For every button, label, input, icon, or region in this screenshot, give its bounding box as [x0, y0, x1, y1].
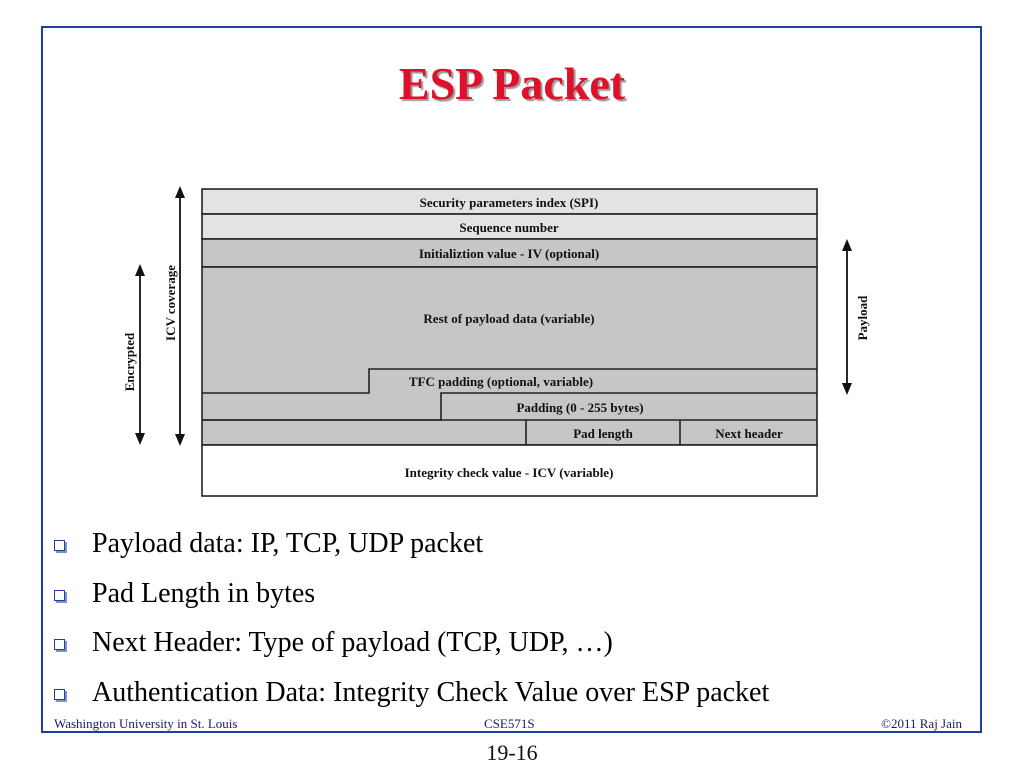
- footer-institution: Washington University in St. Louis: [54, 716, 238, 731]
- spi-field: [201, 188, 818, 215]
- bullet-text: Authentication Data: Integrity Check Val…: [92, 676, 770, 708]
- footer-copyright: ©2011 Raj Jain: [881, 716, 962, 731]
- iv-label: Initializtion value - IV (optional): [419, 246, 599, 261]
- payload-arrow-label: Payload: [855, 295, 870, 341]
- padding-label: Padding (0 - 255 bytes): [516, 400, 643, 415]
- payload-arrow: [842, 239, 852, 395]
- slide-title: ESP Packet: [398, 58, 626, 109]
- bullet-text: Next Header: Type of payload (TCP, UDP, …: [92, 627, 613, 658]
- encrypted-label: Encrypted: [122, 332, 137, 391]
- tfc-padding-label: TFC padding (optional, variable): [409, 374, 593, 389]
- footer-course: CSE571S: [484, 716, 535, 731]
- tfc-padding-boundary: [202, 368, 817, 394]
- encrypted-arrow: [135, 264, 145, 445]
- icv-field: [201, 444, 818, 497]
- bullet-text: Pad Length in bytes: [92, 577, 316, 609]
- sequence-label: Sequence number: [459, 220, 559, 235]
- bullet-text: Payload data: IP, TCP, UDP packet: [92, 528, 484, 559]
- bullet-square-icon: [54, 688, 65, 700]
- next-header-label: Next header: [715, 426, 783, 441]
- payload-label: Rest of payload data (variable): [423, 311, 594, 326]
- payload-data-region: [201, 266, 818, 446]
- page-number: 19-16: [486, 740, 538, 765]
- pad-length-label: Pad length: [573, 426, 633, 441]
- bullet-square-icon: [54, 639, 65, 650]
- iv-field: [201, 238, 818, 268]
- icv-label: Integrity check value - ICV (variable): [405, 465, 614, 480]
- bullet-square-icon: [54, 540, 65, 551]
- bullet-square-icon: [54, 589, 65, 601]
- icv-coverage-arrow: [175, 186, 185, 446]
- slide-frame: [41, 26, 982, 733]
- spi-label: Security parameters index (SPI): [420, 195, 599, 210]
- icv-coverage-label: ICV coverage: [163, 265, 178, 341]
